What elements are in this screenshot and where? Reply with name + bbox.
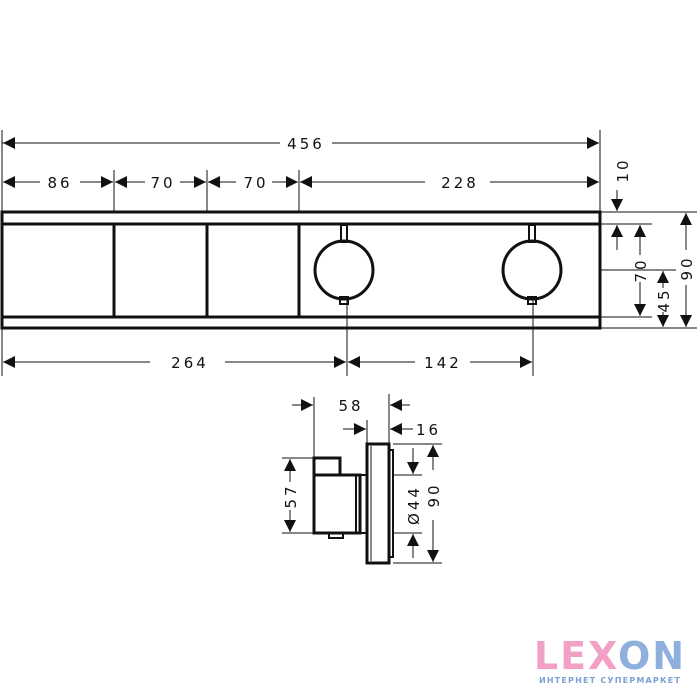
front-view: [0, 210, 602, 330]
connector-top: [312, 456, 342, 477]
knob-left: [313, 224, 375, 305]
svg-text:16: 16: [416, 421, 441, 439]
logo-subtitle: ИНТЕРНЕТ СУПЕРМАРКЕТ: [538, 676, 682, 685]
svg-text:90: 90: [425, 482, 443, 507]
extension-lines: [1, 130, 697, 376]
svg-text:264: 264: [171, 354, 209, 372]
outer-plate: [0, 210, 602, 330]
lexon-logo: LEXON ИНТЕРНЕТ СУПЕРМАРКЕТ: [530, 636, 690, 685]
svg-text:90: 90: [678, 255, 696, 280]
svg-text:456: 456: [287, 135, 325, 153]
logo-text-on: ON: [618, 634, 687, 678]
svg-text:86: 86: [47, 174, 72, 192]
side-view: [312, 442, 394, 565]
svg-text:70: 70: [150, 174, 175, 192]
knob-right: [501, 224, 563, 305]
svg-text:10: 10: [614, 157, 632, 182]
dim-segments: 86 70 70 228: [3, 174, 599, 192]
svg-text:Ø44: Ø44: [405, 485, 423, 525]
svg-text:58: 58: [338, 397, 363, 415]
valve-body: [312, 473, 362, 535]
dim-bottom: 264 142: [3, 354, 532, 372]
side-extension-lines: [282, 394, 442, 564]
side-dims: 58 16 57 Ø44 90: [282, 397, 443, 562]
logo-text-lex: LEX: [533, 634, 618, 678]
svg-text:228: 228: [441, 174, 479, 192]
svg-text:45: 45: [655, 287, 673, 312]
dim-right: 10 70 45 90: [611, 157, 696, 327]
dim-456: 456: [2, 135, 599, 153]
svg-text:57: 57: [282, 483, 300, 508]
svg-text:70: 70: [632, 257, 650, 282]
svg-text:142: 142: [424, 354, 462, 372]
svg-text:70: 70: [243, 174, 268, 192]
wall-plate: [365, 442, 391, 565]
